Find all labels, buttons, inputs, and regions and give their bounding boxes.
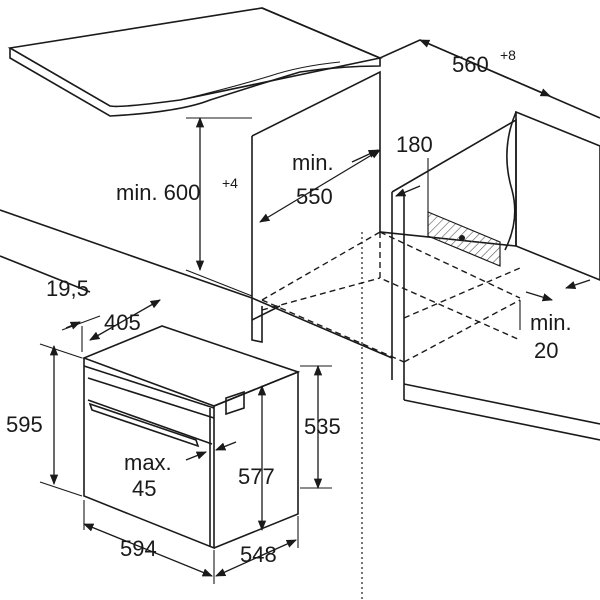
label-560-sup: +8 (500, 47, 516, 63)
dim-min-550: min. 550 (259, 149, 381, 223)
label-594: 594 (120, 536, 157, 561)
dim-577: 577 (238, 384, 275, 532)
label-577: 577 (238, 464, 275, 489)
oven (81, 325, 301, 550)
label-max-45-line1: max. (124, 450, 172, 475)
dim-535: 535 (300, 364, 341, 490)
dim-19-5-405: 19,5 405 (46, 276, 161, 352)
label-max-45-line2: 45 (132, 476, 156, 501)
dim-max-45: max. 45 (124, 441, 237, 501)
label-548: 548 (240, 542, 277, 567)
label-19-5: 19,5 (46, 276, 89, 301)
dim-594: 594 (83, 500, 215, 584)
label-595: 595 (6, 412, 43, 437)
label-min-600-sup: +4 (222, 175, 238, 191)
dim-595: 595 (6, 343, 83, 497)
label-min-20-line2: 20 (534, 338, 558, 363)
dim-180: 180 (351, 132, 433, 212)
dim-min-20: min. 20 (519, 279, 591, 363)
dim-548: 548 (215, 516, 299, 577)
label-min-600: min. 600 (116, 180, 200, 205)
label-535: 535 (304, 414, 341, 439)
countertop (7, 7, 383, 117)
label-min-550-line2: 550 (296, 184, 333, 209)
dim-min-600: min. 600 +4 (116, 116, 253, 297)
label-min-550-line1: min. (292, 150, 334, 175)
label-405: 405 (104, 310, 141, 335)
hidden-lines (261, 231, 521, 600)
vent-opening (427, 211, 501, 267)
label-180: 180 (396, 132, 433, 157)
label-560: 560 (452, 52, 489, 77)
label-min-20-line1: min. (530, 310, 572, 335)
dim-560: 560 +8 (419, 39, 551, 97)
